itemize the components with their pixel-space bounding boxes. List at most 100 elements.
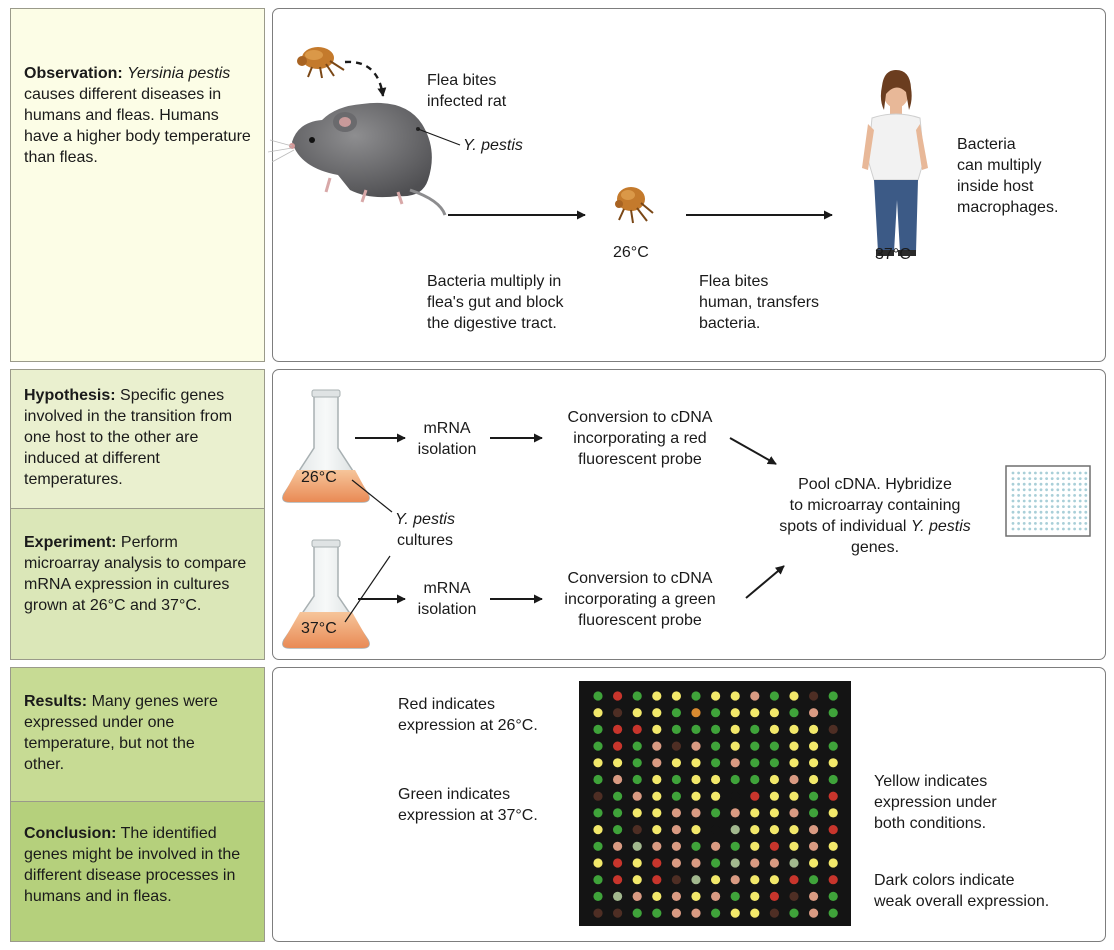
slide-dot (1084, 505, 1088, 508)
slide-dot (1034, 527, 1037, 531)
slide-dot (1022, 471, 1026, 475)
flask-26-icon (282, 389, 370, 503)
microarray-spot (652, 724, 662, 735)
hypothesis-body: Specific genes involved in the transitio… (24, 387, 233, 488)
microarray-spot (613, 774, 623, 785)
microarray-spot (730, 724, 740, 735)
observation-panel (10, 8, 265, 362)
results-text: Results: Many genes were expressed under… (24, 691, 224, 775)
microarray-spot (652, 691, 662, 701)
microarray-spot (613, 791, 623, 801)
microarray-spot (730, 841, 740, 851)
microarray-spot (671, 758, 682, 768)
slide-dot (1062, 471, 1065, 475)
observation-text: Observation: Yersinia pestis causes diff… (24, 63, 252, 168)
slide-dot (1062, 499, 1065, 503)
slide-dot (1078, 516, 1082, 520)
experiment-text: Experiment: Perform microarray analysis … (24, 532, 256, 616)
slide-dot (1050, 499, 1054, 503)
microarray-spot (769, 774, 780, 785)
slide-dot (1028, 494, 1032, 497)
microarray-spot (789, 825, 799, 835)
microarray-spot (730, 708, 740, 718)
flask-26-temperature: 26°C (301, 469, 337, 486)
flea-temperature: 26°C (613, 244, 649, 261)
microarray-spot (809, 808, 819, 818)
microarray-spot (750, 841, 760, 851)
slide-dot (1017, 510, 1020, 514)
slide-dot (1050, 488, 1054, 492)
slide-dot (1028, 522, 1032, 525)
microarray-spot (671, 841, 682, 851)
multiply-gut-label: Bacteria multiply in flea's gut and bloc… (427, 273, 564, 332)
slide-dot (1034, 516, 1037, 520)
slide-dot (1073, 510, 1076, 514)
slide-dot (1078, 505, 1082, 508)
slide-dot (1045, 477, 1048, 480)
microarray-procedure-panel (272, 369, 1106, 660)
microarray-spot (769, 791, 780, 801)
slide-dot (1084, 488, 1088, 492)
slide-dot (1062, 494, 1065, 497)
microarray-spot (750, 691, 760, 701)
slide-dot (1078, 510, 1082, 514)
experiment-heading: Experiment: (24, 534, 117, 551)
green-indicates-label: Green indicates expression at 37°C. (398, 786, 538, 824)
microarray-spot (730, 908, 740, 918)
microarray-spot (809, 858, 819, 868)
slide-dot (1056, 510, 1060, 514)
microarray-spot (828, 875, 838, 885)
slide-dot (1011, 527, 1015, 531)
microarray-spot (711, 891, 721, 902)
slide-dot (1028, 482, 1032, 486)
microarray-spot (613, 825, 623, 835)
microarray-spot (613, 808, 623, 818)
slide-dot (1084, 510, 1088, 514)
slide-dot (1073, 516, 1076, 520)
microarray-spot (671, 891, 682, 902)
microarray-spot (691, 691, 701, 701)
microarray-spot (711, 858, 721, 868)
slide-dot (1084, 494, 1088, 497)
microarray-spot (711, 841, 721, 851)
microarray-spot (632, 758, 642, 768)
microarray-spot (632, 808, 642, 818)
slide-dot (1084, 522, 1088, 525)
slide-dot (1078, 522, 1082, 525)
microarray-spot (691, 808, 701, 818)
microarray-spot (809, 724, 819, 735)
microarray-spot (691, 774, 701, 785)
slide-dot (1084, 471, 1088, 475)
microarray-spot (730, 741, 740, 751)
microarray-spot (652, 708, 662, 718)
slide-dot (1011, 510, 1015, 514)
slide-dot (1011, 482, 1015, 486)
slide-dot (1045, 527, 1048, 531)
slide-dot (1073, 505, 1076, 508)
slide-dot (1067, 510, 1071, 514)
microarray-spot (828, 724, 838, 735)
slide-dot (1073, 488, 1076, 492)
slide-dot (1011, 488, 1015, 492)
slide-dot (1056, 527, 1060, 531)
observation-heading: Observation: (24, 65, 123, 82)
microarray-spot (789, 891, 799, 902)
slide-dot (1034, 488, 1037, 492)
conclusion-panel (10, 801, 265, 942)
slide-dot (1073, 499, 1076, 503)
microarray-slide-icon (1005, 465, 1091, 537)
microarray-spot (789, 774, 799, 785)
microarray-spot (632, 741, 642, 751)
microarray-spot (652, 875, 662, 885)
slide-dot (1039, 510, 1043, 514)
microarray-spot (593, 724, 603, 735)
microarray-spot (828, 825, 838, 835)
slide-dot (1062, 516, 1065, 520)
hypothesis-heading: Hypothesis: (24, 387, 116, 404)
slide-dot (1017, 522, 1020, 525)
microarray-spot (593, 858, 603, 868)
microarray-spot (711, 741, 721, 751)
slide-dot (1039, 471, 1043, 475)
microarray-spot (632, 691, 642, 701)
